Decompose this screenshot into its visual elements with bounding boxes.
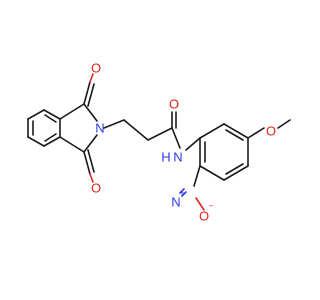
imide-ring <box>59 103 98 153</box>
methoxy-group <box>247 119 291 139</box>
nitro-group <box>179 165 205 211</box>
benzene-ring-right <box>199 123 249 181</box>
propanoyl-chain <box>103 111 181 149</box>
atom-o-methoxy: O <box>266 124 276 139</box>
atom-o-nitro: O − <box>199 202 214 224</box>
atom-o-bottom-label: O <box>91 181 101 196</box>
atom-o-top-label: O <box>91 61 101 76</box>
atom-o-nitro-label: O <box>199 209 209 224</box>
atom-o-nitro-charge: − <box>209 202 214 211</box>
atom-h-amide-label: H <box>161 150 170 165</box>
carbonyl-top <box>83 73 95 107</box>
atom-o-amide-label: O <box>169 97 179 112</box>
atom-n-imide-label: N <box>95 121 104 136</box>
atom-n-imide: N <box>95 121 104 136</box>
benzene-ring-left <box>27 109 61 147</box>
atom-n-nitro-label: N <box>171 195 180 210</box>
atom-nh-amide: N H <box>161 150 182 165</box>
carbonyl-bottom <box>83 149 95 183</box>
atom-o-methoxy-label: O <box>266 124 276 139</box>
atom-n-nitro: N + <box>171 189 184 210</box>
atom-n-amide-label: N <box>173 150 182 165</box>
atom-o-amide: O <box>169 97 179 112</box>
bond-nh-ring <box>185 137 201 151</box>
atom-o-top: O <box>91 61 101 76</box>
molecule-structure: O O N O N H O N + O − <box>27 61 291 224</box>
atom-o-bottom: O <box>91 181 101 196</box>
atom-n-nitro-charge: + <box>180 189 185 198</box>
